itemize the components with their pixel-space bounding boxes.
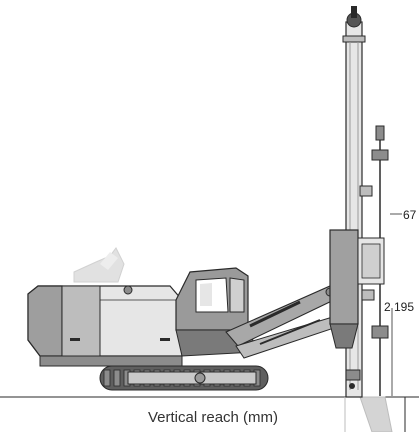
dimension-lines — [390, 213, 402, 396]
diagram-caption: Vertical reach (mm) — [148, 409, 279, 426]
dimension-label-lower: 2 195 — [384, 300, 415, 314]
feed-carriage — [329, 229, 385, 349]
crawler-tracks — [99, 365, 269, 391]
dimension-label-upper: 67 — [403, 208, 417, 222]
engine-housing — [27, 285, 183, 367]
ghost-canopy — [73, 247, 125, 283]
operator-cab — [175, 267, 257, 357]
ground-cut — [344, 396, 393, 432]
boom-arm — [225, 285, 341, 359]
